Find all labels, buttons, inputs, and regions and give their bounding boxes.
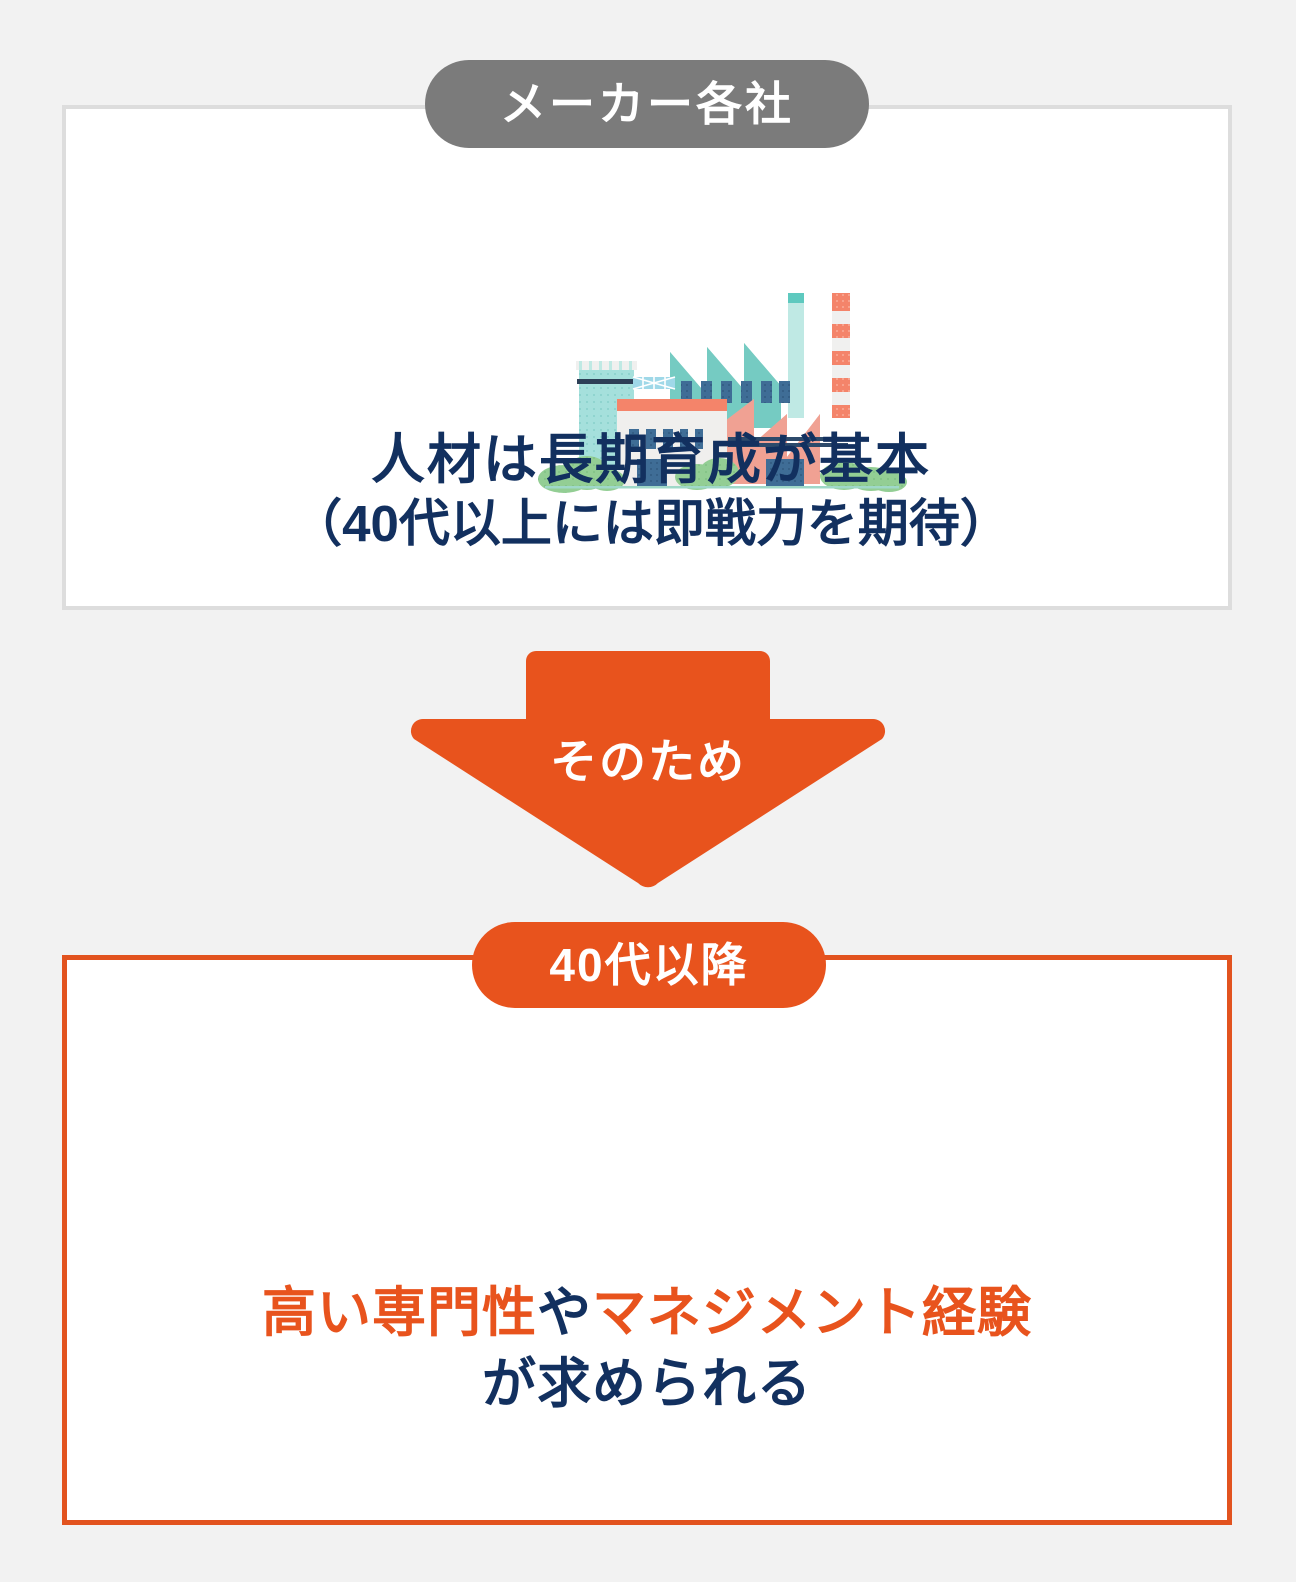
ground-line [545,486,899,489]
badge-forties: 40代以降 [472,922,826,1008]
headline-line-2: （40代以上には即戦力を期待） [291,494,1011,552]
headline-line-1: 人材は長期育成が基本 [371,430,931,490]
conveyor-bridge [632,376,676,390]
badge-manufacturer: メーカー各社 [425,60,869,148]
forties-panel: 高い専門性やマネジメント経験 が求められる [62,955,1232,1525]
factory-svg [538,293,907,493]
striped-chimney [832,293,850,418]
headline-part-management: マネジメント経験 [592,1283,1032,1343]
manufacturer-panel: 人材は長期育成が基本 （40代以上には即戦力を期待） [62,105,1232,610]
down-arrow-icon [410,651,886,888]
bottom-headline-line-1: 高い専門性やマネジメント経験 [67,1278,1227,1349]
badge-forties-label: 40代以降 [549,939,749,991]
salmon-factory-hall [725,399,848,487]
headline-connector: や [537,1283,592,1343]
badge-manufacturer-label: メーカー各社 [500,78,794,130]
bottom-headline-line-2: が求められる [482,1354,812,1415]
forties-headline: 高い専門性やマネジメント経験 が求められる [67,1278,1227,1421]
down-arrow-connector: そのため [405,645,891,893]
factory-illustration [529,281,915,493]
headline-part-specialty: 高い専門性 [262,1283,537,1343]
manufacturer-headline: 人材は長期育成が基本 （40代以上には即戦力を期待） [66,429,1236,555]
teal-chimney [788,293,804,418]
